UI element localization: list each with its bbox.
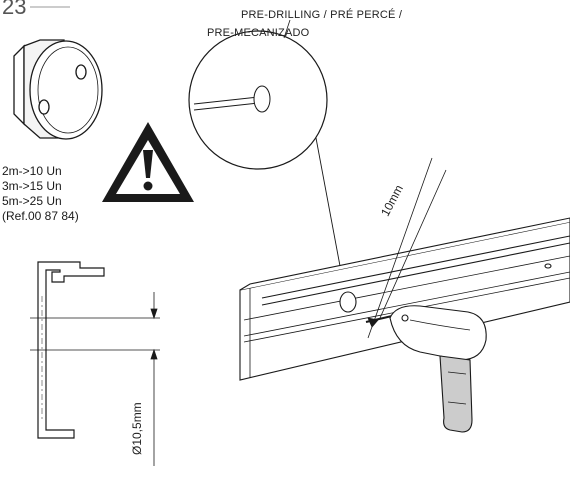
quantity-list: 2m->10 Un 3m->15 Un 5m->25 Un (Ref.00 87… bbox=[2, 164, 79, 224]
pre-drilled-hole bbox=[339, 291, 357, 313]
end-cap-icon bbox=[13, 39, 103, 140]
quantity-3m: 3m->15 Un bbox=[2, 179, 62, 193]
rail-profile-section bbox=[30, 261, 160, 439]
callout-title-line1: PRE-DRILLING / PRÉ PERCÉ / bbox=[241, 9, 403, 21]
drill-icon bbox=[365, 305, 487, 433]
quantity-5m: 5m->25 Un bbox=[2, 194, 62, 208]
hole-diameter-label: Ø10,5mm bbox=[130, 402, 144, 455]
diameter-dimension bbox=[150, 292, 158, 466]
callout-magnifier bbox=[188, 19, 347, 299]
step-number: 23 bbox=[2, 0, 27, 19]
quantity-2m: 2m->10 Un bbox=[2, 164, 62, 178]
callout-title-line2: PRE-MECANIZADO bbox=[207, 27, 310, 39]
quantity-reference: (Ref.00 87 84) bbox=[2, 209, 79, 223]
warning-triangle-icon bbox=[102, 122, 194, 202]
rail bbox=[239, 217, 570, 381]
